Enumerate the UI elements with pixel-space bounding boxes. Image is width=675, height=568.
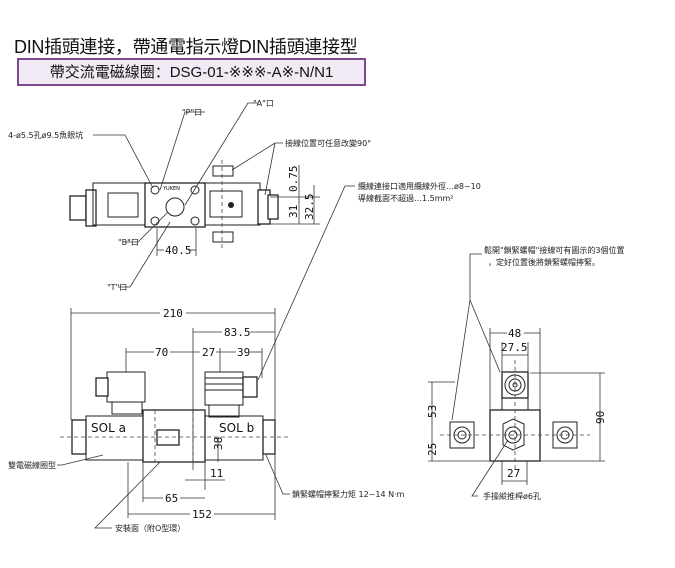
sol-a-label: SOL a bbox=[91, 421, 126, 435]
port-b-label: "B"口 bbox=[118, 238, 139, 247]
port-p-label: "P"口 bbox=[182, 108, 202, 117]
mount-face-label: 安裝面（附O型環） bbox=[115, 523, 185, 533]
connector-b bbox=[204, 371, 244, 406]
top-view: YUKEN 4-ø5.5孔ø9.5魚眼坑 "P"口 "A"口 "B"口 "T"口… bbox=[8, 99, 371, 292]
torque-label: 鎖緊螺帽擰緊力矩 12~14 N·m bbox=[292, 489, 405, 499]
front-view: SOL a SOL b 210 83.5 70 27 39 38 11 65 1… bbox=[8, 307, 405, 533]
dim-48: 48 bbox=[508, 327, 521, 340]
sol-b-label: SOL b bbox=[219, 421, 254, 435]
mount-holes-label: 4-ø5.5孔ø9.5魚眼坑 bbox=[8, 130, 83, 140]
dim-70: 70 bbox=[155, 346, 168, 359]
side-note-line2: ，定好位置後將鎖緊螺帽擰緊。 bbox=[488, 257, 600, 267]
dim-38: 38 bbox=[212, 437, 225, 450]
port-a-label: "A"口 bbox=[253, 99, 274, 108]
dim-210: 210 bbox=[163, 307, 183, 320]
dim-31: 31 bbox=[287, 205, 300, 218]
left-solenoid bbox=[92, 182, 146, 226]
dim-65: 65 bbox=[165, 492, 178, 505]
double-solenoid-label: 雙電磁線圈型 bbox=[8, 460, 56, 470]
left-connector-cap bbox=[69, 195, 87, 221]
dim-27-5: 27.5 bbox=[501, 341, 528, 354]
dim-25: 25 bbox=[426, 443, 439, 456]
dim-53: 53 bbox=[426, 405, 439, 418]
dim-40-5: 40.5 bbox=[165, 244, 192, 257]
page-title: DIN插頭連接，帶通電指示燈DIN插頭連接型 bbox=[14, 37, 358, 57]
model-code-box: 帶交流電磁線圈：DSG-01-※※※-A※-N/N1 bbox=[17, 58, 366, 86]
side-note-line1: 鬆開"鎖緊螺帽"接線可有圖示的3個位置 bbox=[484, 245, 624, 255]
dim-0-75: 0.75 bbox=[287, 166, 300, 193]
dim-27: 27 bbox=[202, 346, 215, 359]
nameplate bbox=[156, 429, 180, 446]
wiring-position-note: 接線位置可任意改變90° bbox=[285, 138, 371, 148]
connector-a bbox=[106, 371, 146, 403]
dim-11: 11 bbox=[210, 467, 223, 480]
cable-note-line1: 纜線連接口適用纜線外徑…ø8~10 bbox=[358, 181, 481, 191]
cable-note-line2: 導線截面不超過…1.5mm² bbox=[358, 193, 454, 203]
dim-83-5: 83.5 bbox=[224, 326, 251, 339]
dim-27-side: 27 bbox=[507, 467, 520, 480]
dim-90: 90 bbox=[594, 411, 607, 424]
side-view: 鬆開"鎖緊螺帽"接線可有圖示的3個位置 ，定好位置後將鎖緊螺帽擰緊。 48 27… bbox=[426, 245, 624, 501]
dim-152: 152 bbox=[192, 508, 212, 521]
dim-39: 39 bbox=[237, 346, 250, 359]
manual-pin-label: 手操縱推桿ø6孔 bbox=[483, 491, 541, 501]
port-t-label: "T"口 bbox=[107, 283, 127, 292]
dim-32-5: 32.5 bbox=[303, 194, 316, 221]
brand-label: YUKEN bbox=[162, 186, 180, 192]
